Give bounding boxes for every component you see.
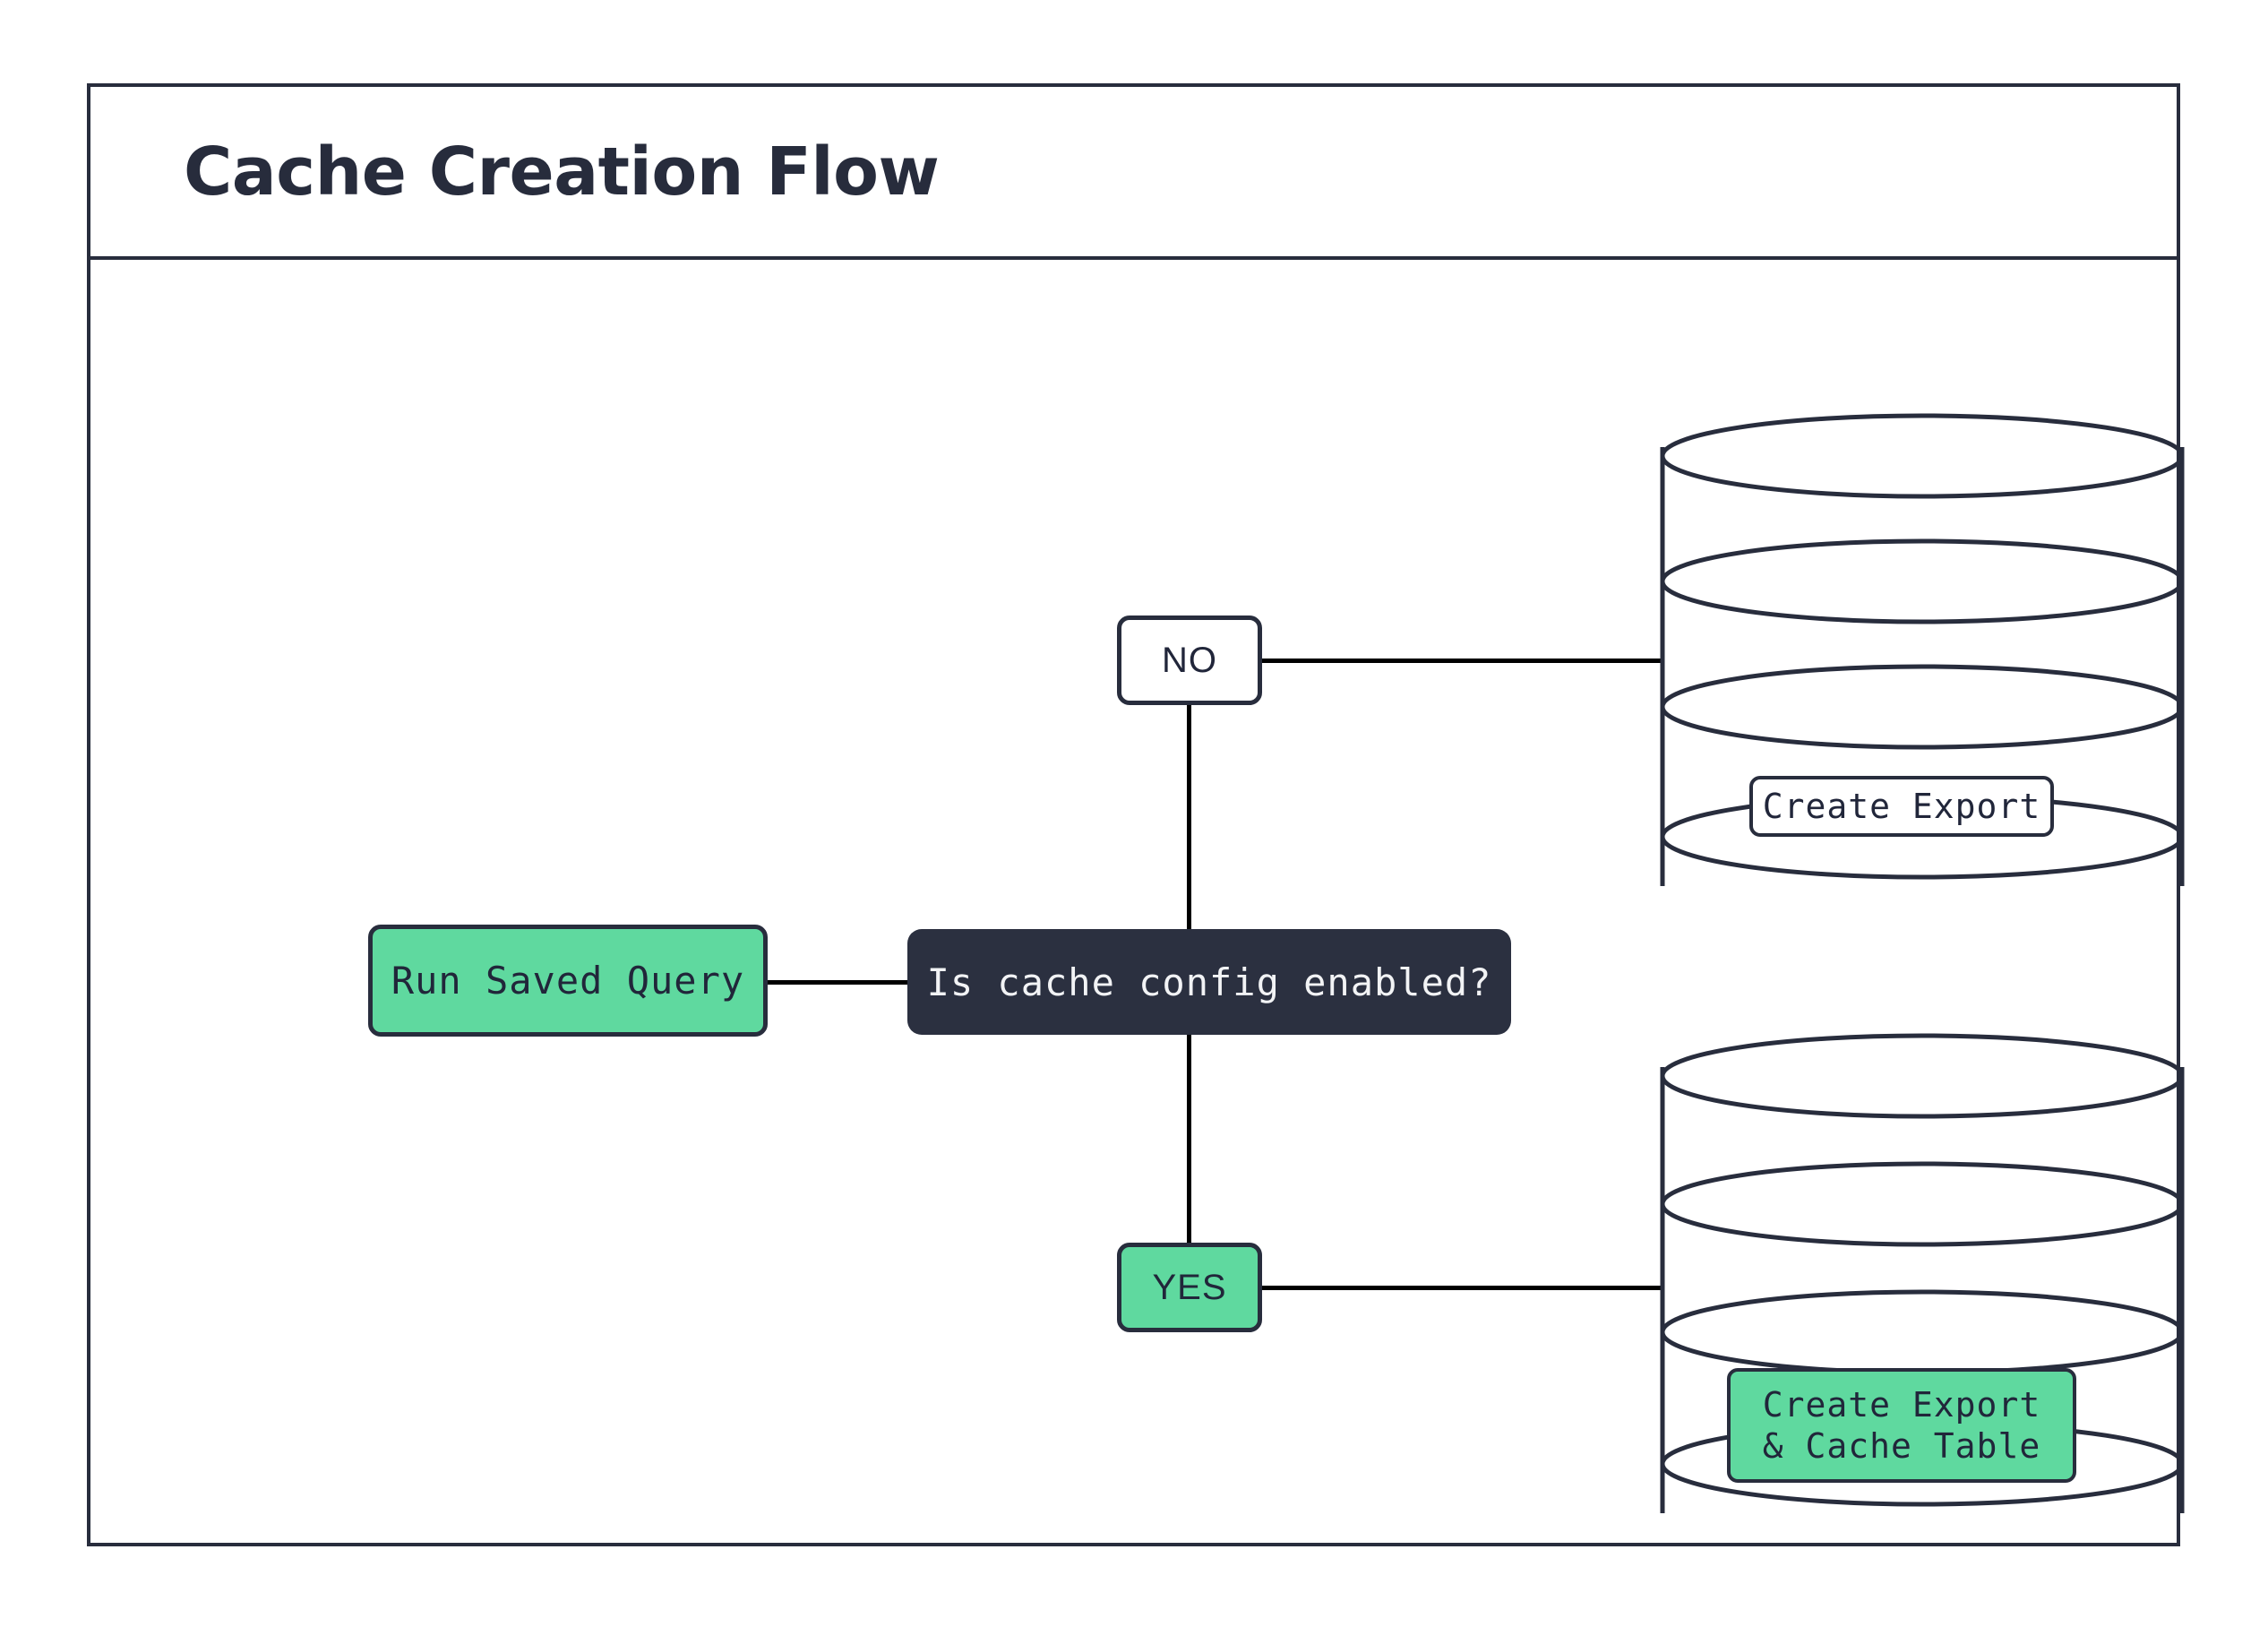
node-decision-cache-config[interactable]: Is cache config enabled?: [907, 929, 1511, 1035]
database-top-label: Create Export: [1749, 776, 2054, 837]
edge-yes-to-database-bottom: [1262, 1286, 1662, 1290]
database-bottom-label-line2: & Cache Table: [1762, 1426, 2041, 1466]
edge-no-to-database-top: [1262, 659, 1662, 663]
database-bottom-label-line1: Create Export: [1762, 1384, 2041, 1425]
database-cylinder-bottom: [1658, 1031, 2186, 1569]
database-icon: [1660, 1033, 2185, 1513]
edge-decision-to-no: [1187, 705, 1191, 933]
page-title: Cache Creation Flow: [184, 133, 940, 211]
node-decision-label: Is cache config enabled?: [926, 960, 1492, 1004]
database-top-label-text: Create Export: [1762, 786, 2041, 826]
node-run-saved-query[interactable]: Run Saved Query: [368, 925, 768, 1037]
node-run-saved-query-label: Run Saved Query: [391, 959, 745, 1003]
database-icon: [1660, 413, 2185, 886]
diagram-body: Create Export Create Export & Cache Tabl…: [90, 260, 2185, 1543]
node-branch-no-label: NO: [1162, 640, 1217, 680]
node-branch-yes[interactable]: YES: [1117, 1243, 1262, 1332]
database-cylinder-top: [1658, 411, 2186, 940]
edge-run-saved-query-to-decision: [768, 980, 908, 985]
database-bottom-label: Create Export & Cache Table: [1727, 1368, 2076, 1483]
node-branch-yes-label: YES: [1152, 1267, 1227, 1307]
node-branch-no[interactable]: NO: [1117, 616, 1262, 705]
edge-decision-to-yes: [1187, 1032, 1191, 1245]
diagram-header: Cache Creation Flow: [90, 87, 2177, 260]
diagram-frame: Cache Creation Flow: [87, 83, 2185, 1546]
